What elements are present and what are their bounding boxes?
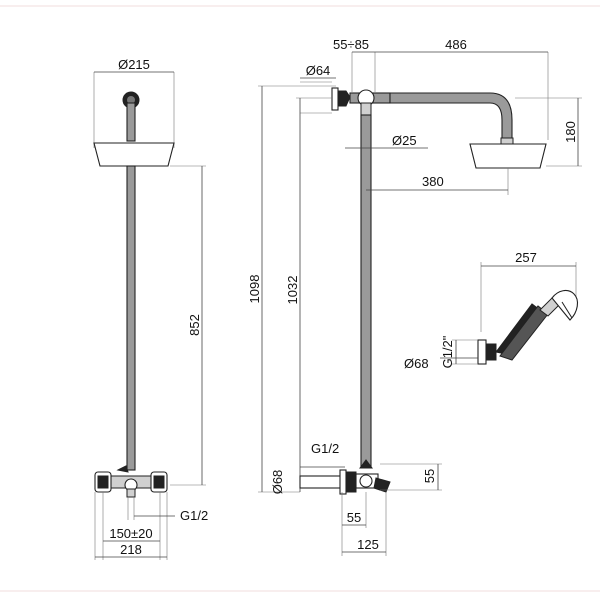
front-centers-label: 150±20 bbox=[109, 526, 152, 541]
front-shower-arm bbox=[122, 91, 140, 142]
front-view: Ø215 852 bbox=[93, 57, 208, 560]
side-pipe-diameter-dimension: Ø25 bbox=[345, 133, 428, 149]
front-riser-pipe bbox=[126, 165, 136, 471]
front-diverter-knob bbox=[116, 465, 129, 473]
hand-shower-wall-outlet bbox=[477, 339, 487, 365]
head-diameter-label: Ø215 bbox=[118, 57, 150, 72]
side-riser-pipe bbox=[360, 114, 372, 468]
side-arm-dimensions: 55÷85 486 bbox=[333, 37, 549, 140]
side-shower-head bbox=[469, 143, 547, 169]
side-head-offset-dimension: 380 bbox=[366, 168, 509, 195]
head-diameter-dimension: Ø215 bbox=[93, 57, 175, 148]
front-overall-width-label: 218 bbox=[120, 542, 142, 557]
side-bottom-dimensions: 55 125 bbox=[341, 492, 387, 556]
hand-shower-body bbox=[495, 289, 579, 361]
hand-shower-length-dimension: 257 bbox=[480, 250, 577, 332]
side-head-offset-label: 380 bbox=[422, 174, 444, 189]
side-height-dimensions: 1098 1032 bbox=[247, 85, 336, 493]
side-mixer-offset-label: 55 bbox=[347, 510, 361, 525]
side-diverter-height-label: 55 bbox=[422, 469, 437, 483]
side-mixer-connection-label: G1/2 bbox=[311, 441, 339, 456]
side-mixer-depth-label: 125 bbox=[357, 537, 379, 552]
side-flange-dimension: Ø64 bbox=[300, 63, 336, 114]
front-bar-height-label: 852 bbox=[187, 314, 202, 336]
front-connection-label: G1/2 bbox=[180, 508, 208, 523]
hand-shower-connection-label: G1/2" bbox=[440, 335, 455, 368]
hand-shower-length-label: 257 bbox=[515, 250, 537, 265]
hand-shower-flange-label: Ø68 bbox=[404, 356, 429, 371]
side-mixer: G1/2 Ø68 bbox=[270, 441, 391, 495]
front-bottom-dimensions: G1/2 150±20 218 bbox=[94, 492, 208, 560]
side-head-drop-dimension: 180 bbox=[515, 97, 582, 167]
hand-shower-connection-dimension: G1/2" Ø68 bbox=[404, 335, 478, 371]
hand-shower-view: 257 G1/2" Ø68 bbox=[404, 250, 579, 371]
front-mixer bbox=[94, 465, 168, 498]
side-total-height-label: 1098 bbox=[247, 275, 262, 304]
front-bar-height-dimension: 852 bbox=[170, 165, 206, 486]
side-diverter-dimension: 55 bbox=[380, 463, 442, 491]
front-shower-head bbox=[93, 142, 175, 167]
side-pipe-diameter-label: Ø25 bbox=[392, 133, 417, 148]
side-head-drop-label: 180 bbox=[563, 121, 578, 143]
side-upper-assembly bbox=[331, 87, 514, 145]
side-bar-height-label: 1032 bbox=[285, 276, 300, 305]
side-flange-label: Ø64 bbox=[306, 63, 331, 78]
side-view: 55÷85 486 Ø64 180 bbox=[247, 37, 582, 556]
side-arm-length-label: 486 bbox=[445, 37, 467, 52]
side-mixer-flange-label: Ø68 bbox=[270, 470, 285, 495]
side-arm-reach-label: 55÷85 bbox=[333, 37, 369, 52]
